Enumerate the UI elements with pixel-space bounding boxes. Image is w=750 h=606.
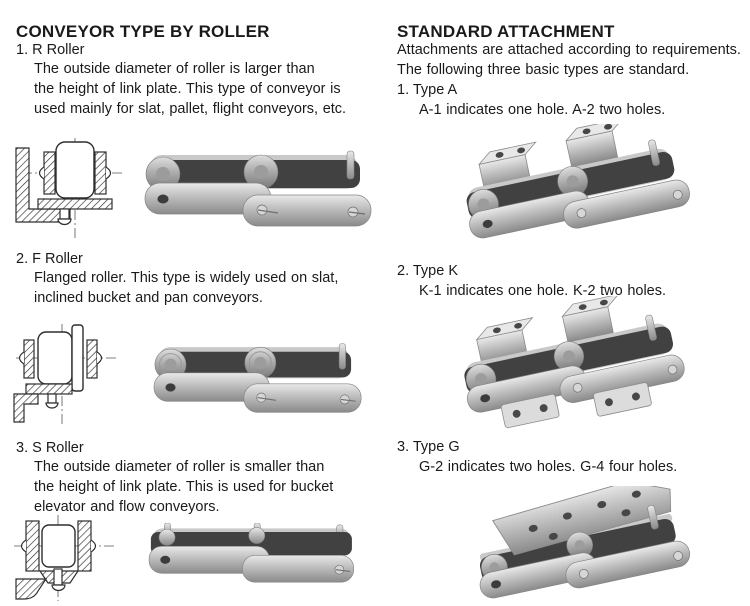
f-roller-section-diagram	[10, 324, 122, 426]
section-desc-type-a: A-1 indicates one hole. A-2 two holes.	[419, 102, 666, 118]
section-desc-f-roller: Flanged roller. This type is widely used…	[34, 270, 339, 306]
left-column-title: CONVEYOR TYPE BY ROLLER	[16, 22, 270, 42]
s-roller-section-diagram	[10, 515, 118, 603]
type-a-attachment-chain-photo	[448, 124, 692, 252]
section-label-r-roller: 1. R Roller	[16, 42, 85, 58]
section-label-type-g: 3. Type G	[397, 439, 460, 455]
standard-attachment-intro: Attachments are attached according to re…	[397, 42, 741, 78]
f-roller-chain-photo	[132, 338, 374, 426]
section-label-type-a: 1. Type A	[397, 82, 458, 98]
section-desc-s-roller: The outside diameter of roller is smalle…	[34, 459, 334, 515]
r-roller-section-diagram	[8, 136, 126, 240]
r-roller-chain-photo	[132, 145, 374, 241]
type-g-attachment-chain-photo	[450, 486, 720, 606]
section-label-f-roller: 2. F Roller	[16, 251, 83, 267]
section-label-s-roller: 3. S Roller	[16, 440, 84, 456]
section-desc-type-k: K-1 indicates one hole. K-2 two holes.	[419, 283, 667, 299]
section-desc-type-g: G-2 indicates two holes. G-4 four holes.	[419, 459, 678, 475]
section-label-type-k: 2. Type K	[397, 263, 458, 279]
s-roller-chain-photo	[127, 523, 374, 593]
right-column-title: STANDARD ATTACHMENT	[397, 22, 615, 42]
section-desc-r-roller: The outside diameter of roller is larger…	[34, 61, 347, 117]
type-k-attachment-chain-photo	[440, 296, 710, 436]
